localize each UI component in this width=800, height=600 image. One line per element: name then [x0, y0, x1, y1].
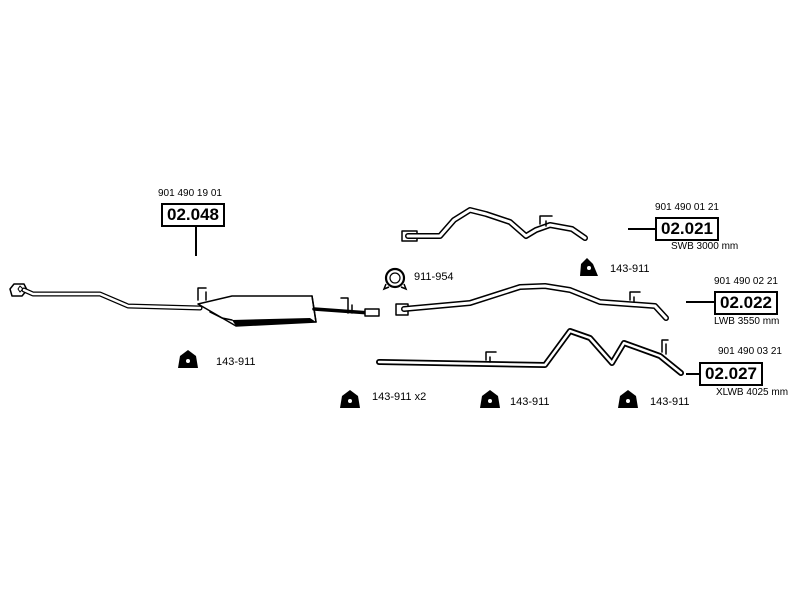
hanger-label: 143-911 [650, 396, 690, 408]
hanger-label: 143-911 [610, 263, 650, 275]
exhaust-pipe-02021 [401, 207, 588, 242]
part-number-02027: 901 490 03 21 [718, 346, 782, 357]
ref-box-02027[interactable]: 02.027 [699, 362, 763, 386]
rubber-hanger-icon [340, 390, 360, 408]
rubber-hanger-icon [580, 258, 598, 276]
ref-box-02021[interactable]: 02.021 [655, 217, 719, 241]
rubber-hanger-icon [480, 390, 500, 408]
ref-box-02048[interactable]: 02.048 [161, 203, 225, 227]
variant-02027: XLWB 4025 mm [716, 387, 789, 398]
hanger-label: 143-911 x2 [372, 391, 427, 403]
rubber-hanger-icon [618, 390, 638, 408]
exhaust-pipe-02048 [9, 283, 380, 327]
rubber-hanger-icon [178, 350, 198, 368]
variant-02021: SWB 3000 mm [671, 241, 739, 252]
ref-box-02022[interactable]: 02.022 [714, 291, 778, 315]
hanger-label: 143-911 [216, 356, 256, 368]
variant-02022: LWB 3550 mm [714, 316, 780, 327]
exhaust-pipe-02027 [376, 328, 684, 376]
clamp-label: 911-954 [414, 271, 454, 283]
clamp-icon [382, 267, 408, 291]
part-number-02021: 901 490 01 21 [655, 202, 719, 213]
hanger-label: 143-911 [510, 396, 550, 408]
exhaust-pipe-02022 [395, 283, 669, 321]
part-number-02022: 901 490 02 21 [714, 276, 778, 287]
part-number-02048: 901 490 19 01 [158, 188, 222, 199]
